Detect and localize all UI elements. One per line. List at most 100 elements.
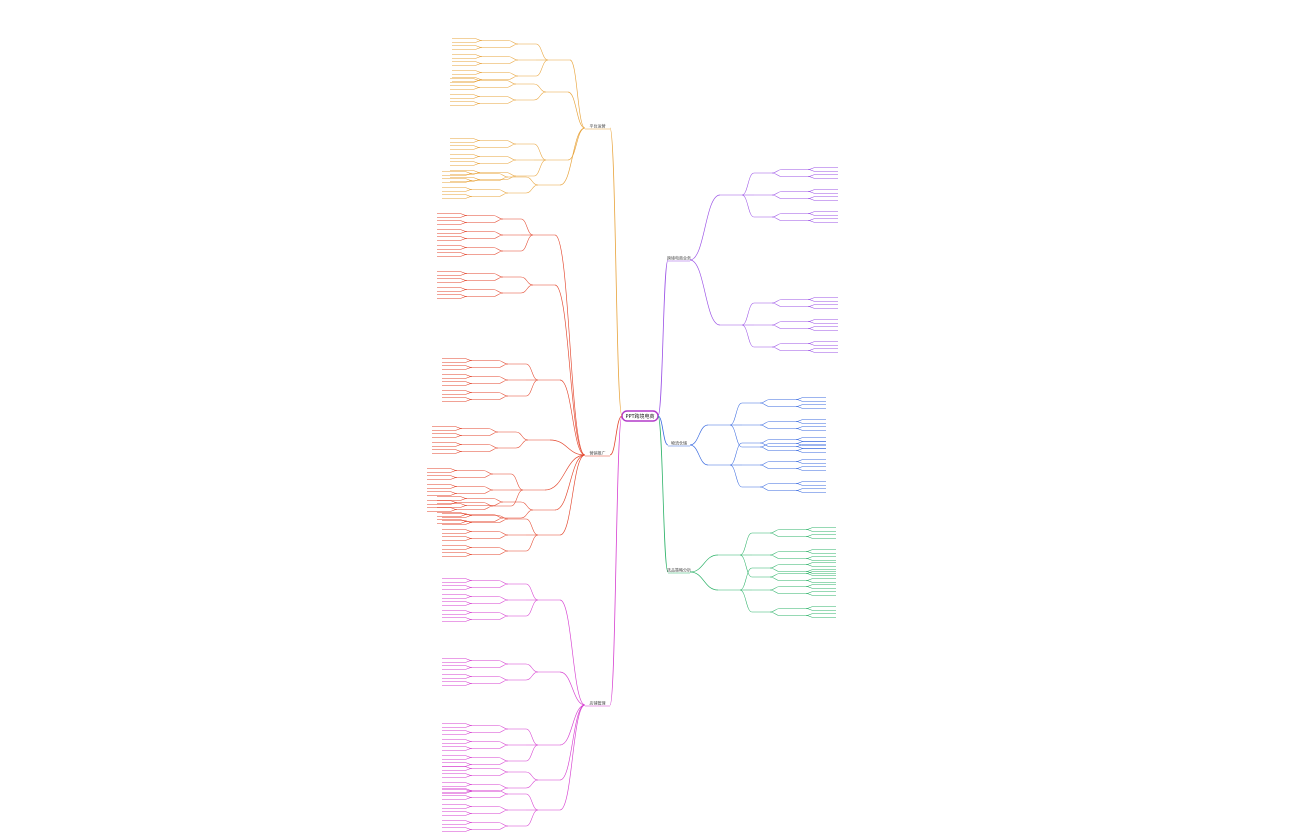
left-red-link	[458, 503, 468, 506]
left-magenta-link	[463, 804, 473, 807]
left-magenta-link	[463, 732, 473, 735]
right-blue-link	[759, 421, 771, 426]
right-green-link	[805, 606, 815, 609]
left-magenta-link	[463, 764, 473, 767]
left-red-link	[463, 545, 473, 548]
left-red-link	[492, 273, 504, 278]
right-blue-link	[795, 406, 805, 409]
right-green-link	[739, 554, 753, 578]
right-green-link	[739, 589, 753, 613]
left-red-link	[463, 367, 473, 370]
right-purple-link	[807, 328, 817, 331]
left-red-link	[520, 501, 534, 511]
left-magenta-link	[463, 578, 473, 581]
right-green-label[interactable]: 选品策略分析	[667, 567, 691, 573]
left-red-link	[458, 296, 468, 299]
left-magenta-link	[463, 741, 473, 744]
left-orange-link	[507, 59, 519, 64]
left-orange-link	[497, 176, 509, 181]
left-red-link	[463, 376, 473, 379]
right-green-link	[805, 536, 815, 539]
right-purple-label[interactable]: 跨境电商业务	[667, 255, 691, 261]
left-orange-link	[473, 72, 483, 75]
right-purple-link	[741, 324, 755, 348]
left-magenta-link	[497, 784, 509, 789]
left-red-link	[448, 468, 458, 471]
left-orange-link	[463, 171, 473, 174]
right-green-link	[805, 558, 815, 561]
right-purple-link	[807, 319, 817, 322]
left-red-link	[463, 552, 473, 555]
left-red-sub-link	[554, 284, 586, 456]
left-red-link	[458, 287, 468, 290]
left-orange-link	[473, 47, 483, 50]
left-orange-link	[533, 83, 547, 93]
left-magenta-label[interactable]: 店铺管理	[590, 700, 606, 706]
left-red-link	[487, 428, 499, 433]
left-magenta-link	[463, 596, 473, 599]
left-magenta-link	[463, 667, 473, 670]
left-orange-link	[471, 177, 481, 180]
left-red-link	[492, 289, 504, 294]
left-orange-link	[525, 184, 539, 194]
right-blue-sub-link	[689, 424, 709, 446]
left-red-link	[458, 213, 468, 216]
right-purple-link	[771, 169, 783, 174]
left-magenta-link	[525, 771, 539, 781]
right-blue-link	[795, 426, 805, 429]
left-magenta-link	[463, 813, 473, 816]
right-green-link	[769, 573, 781, 578]
right-green-link	[805, 551, 815, 554]
right-purple-link	[807, 348, 817, 351]
left-magenta-link	[497, 596, 509, 601]
left-red-link	[458, 236, 468, 239]
left-magenta-link	[525, 809, 539, 827]
left-red-link	[458, 289, 468, 292]
left-red-link	[487, 447, 499, 452]
left-magenta-link	[463, 827, 473, 830]
left-red-link	[463, 522, 473, 525]
left-red-main-link	[609, 415, 623, 456]
right-blue-link	[759, 439, 771, 444]
left-orange-label[interactable]: 平台运营	[590, 123, 606, 129]
left-red-link	[492, 234, 504, 239]
right-green-link	[805, 534, 815, 537]
left-orange-link	[473, 70, 483, 73]
right-purple-link	[807, 169, 817, 172]
left-orange-sub-link	[569, 59, 586, 129]
left-magenta-link	[463, 610, 473, 613]
left-red-link	[492, 231, 504, 236]
right-green-link	[805, 571, 815, 574]
left-red-link	[448, 491, 458, 494]
left-red-link	[497, 376, 509, 381]
left-red-link	[497, 531, 509, 536]
left-red-link	[520, 234, 534, 252]
left-magenta-sub-link	[559, 671, 586, 706]
left-orange-link	[471, 163, 481, 166]
left-orange-link	[463, 187, 473, 190]
left-orange-link	[505, 99, 517, 104]
left-red-link	[458, 252, 468, 255]
right-green-link	[805, 580, 815, 583]
right-blue-link	[795, 399, 805, 402]
left-magenta-link	[525, 779, 539, 789]
right-green-link	[769, 567, 781, 572]
left-red-link	[492, 218, 504, 223]
left-magenta-link	[463, 784, 473, 787]
left-red-link	[497, 363, 509, 368]
left-red-label[interactable]: 营销推广	[590, 450, 606, 456]
left-red-link	[448, 493, 458, 496]
left-orange-link	[525, 176, 539, 186]
left-red-link	[453, 449, 463, 452]
right-green-link	[805, 556, 815, 559]
right-green-sub-link	[689, 571, 719, 591]
left-orange-link	[505, 143, 517, 148]
right-green-sub-link	[689, 554, 719, 573]
left-red-link	[497, 518, 509, 523]
left-magenta-link	[463, 585, 473, 588]
left-red-link	[458, 238, 468, 241]
right-blue-label[interactable]: 物流仓储	[671, 440, 687, 446]
left-magenta-link	[463, 665, 473, 668]
left-magenta-link	[497, 615, 509, 620]
left-red-link	[453, 444, 463, 447]
